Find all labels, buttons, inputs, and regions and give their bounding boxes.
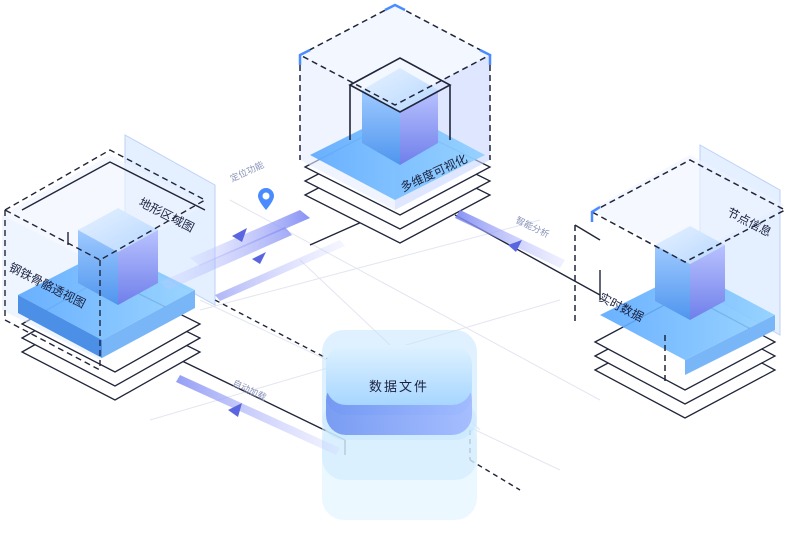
flow-label-locate: 定位功能 — [228, 159, 266, 185]
node-top: 多维度可视化 — [298, 3, 492, 244]
core-label: 数据文件 — [369, 380, 429, 395]
flow-arrows — [160, 210, 565, 455]
location-pin-icon — [258, 188, 274, 210]
arrowheads — [228, 228, 522, 417]
flow-label-auto: 自动加载 — [231, 377, 269, 404]
arrowhead-3 — [508, 240, 522, 252]
flow-label-analyze: 智能分析 — [514, 214, 552, 241]
node-right: 节点信息 实时数据 — [574, 144, 787, 419]
node-left: 地形区域图 钢铁骨骼透视图 — [2, 134, 216, 401]
arrowhead-1 — [232, 228, 247, 242]
core-data-file: 数据文件 — [322, 330, 477, 520]
arrowhead-4 — [228, 403, 242, 417]
arrowhead-2 — [252, 252, 266, 264]
